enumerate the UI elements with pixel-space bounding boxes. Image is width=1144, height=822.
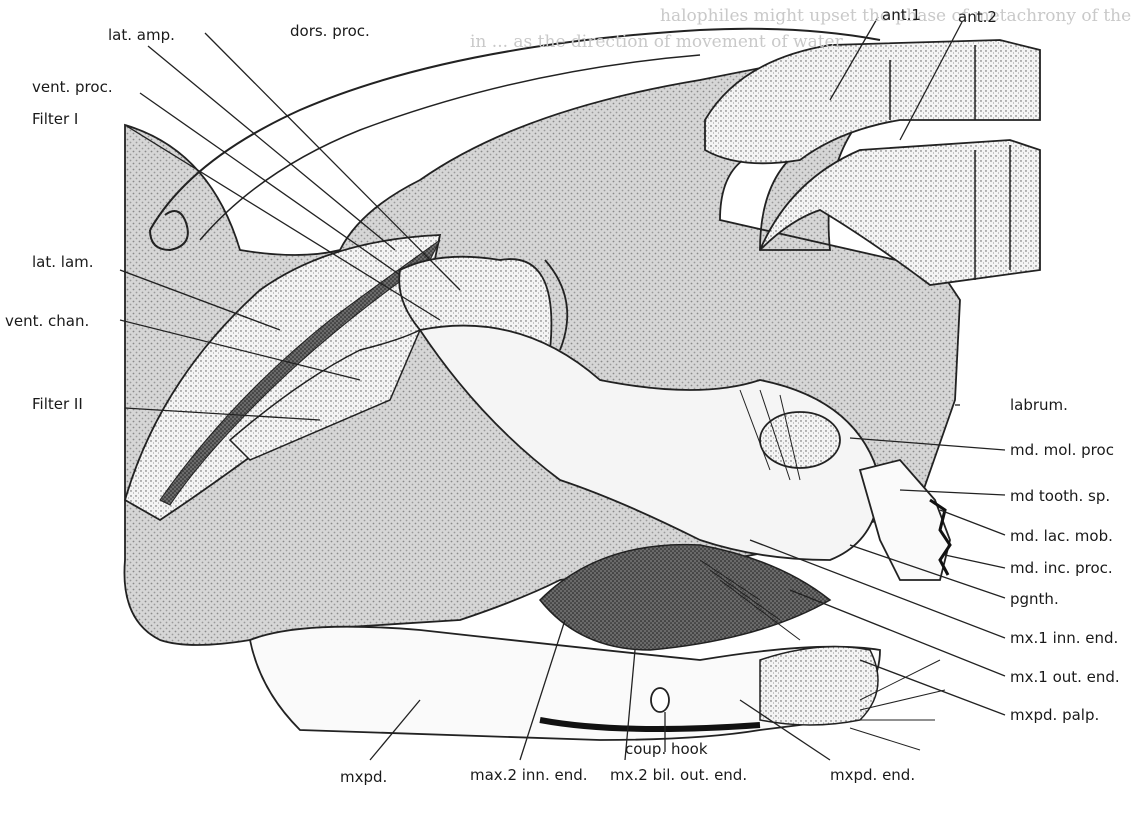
label-lat-lam: lat. lam.: [32, 255, 94, 270]
label-md-tooth-sp: md tooth. sp.: [1010, 489, 1110, 504]
label-mxpd: mxpd.: [340, 770, 387, 785]
label-mxpd-palp: mxpd. palp.: [1010, 708, 1099, 723]
label-vent-proc: vent. proc.: [32, 80, 113, 95]
label-mx1-out-end: mx.1 out. end.: [1010, 670, 1120, 685]
label-vent-chan: vent. chan.: [5, 314, 89, 329]
label-mxpd-end: mxpd. end.: [830, 768, 915, 783]
label-ant-1: ant.1: [882, 8, 921, 23]
label-mx1-inn-end: mx.1 inn. end.: [1010, 631, 1118, 646]
label-mx2-bil-out-end: mx.2 bil. out. end.: [610, 768, 747, 783]
label-dors-proc: dors. proc.: [290, 24, 370, 39]
label-lat-amp: lat. amp.: [108, 28, 175, 43]
label-md-lac-mob: md. lac. mob.: [1010, 529, 1113, 544]
mandible-incisor: [860, 460, 950, 580]
label-labrum: labrum.: [1010, 398, 1068, 413]
coupling-hook: [651, 688, 669, 712]
label-coup-hook: coup. hook: [625, 742, 708, 757]
label-pgnth: pgnth.: [1010, 592, 1059, 607]
label-ant-2: ant.2: [958, 10, 997, 25]
mandible-molar-process: [760, 412, 840, 468]
label-filter-1: Filter I: [32, 112, 78, 127]
label-max2-inn-end: max.2 inn. end.: [470, 768, 588, 783]
label-filter-2: Filter II: [32, 397, 83, 412]
maxilliped-palp: [760, 647, 878, 725]
background-text-line-2: in ... as the direction of movement of w…: [470, 32, 843, 52]
label-md-inc-proc: md. inc. proc.: [1010, 561, 1113, 576]
label-md-mol-proc: md. mol. proc: [1010, 443, 1114, 458]
